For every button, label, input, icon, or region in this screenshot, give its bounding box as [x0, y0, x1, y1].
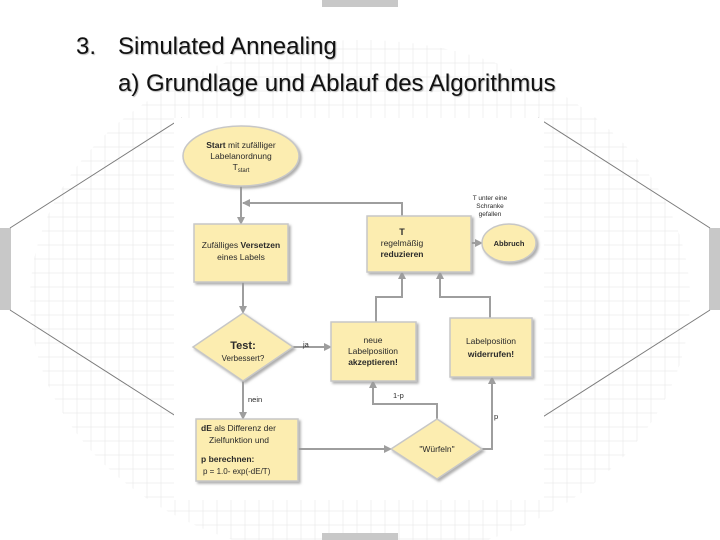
- svg-text:p berechnen:: p berechnen:: [201, 454, 255, 464]
- de-line3b: berechnen:: [206, 454, 254, 464]
- start-rest: mit zufälliger: [226, 140, 276, 150]
- start-sub: start: [238, 168, 250, 174]
- edge-widerrufen-reduzieren: [436, 271, 491, 318]
- label-nein: nein: [248, 395, 262, 404]
- abbruch-label: Abbruch: [494, 239, 525, 248]
- node-wuerfeln: "Würfeln": [389, 418, 484, 480]
- slide-subtitle: a) Grundlage und Ablauf des Algorithmus: [118, 70, 556, 97]
- slide-number: 3.: [76, 33, 97, 60]
- test-line1: Test:: [230, 340, 255, 352]
- de-line1b: als Differenz der: [212, 423, 276, 433]
- akzeptieren-line3: akzeptieren!: [348, 357, 398, 367]
- akzeptieren-line1: neue: [364, 335, 383, 345]
- edge-reduzieren-loop: [242, 199, 403, 216]
- versetzen-line2: eines Labels: [217, 252, 265, 262]
- start-line3: T: [233, 162, 238, 172]
- widerrufen-line2: widerrufen!: [467, 349, 514, 359]
- connectors: [237, 186, 496, 453]
- label-p: p: [494, 412, 498, 421]
- label-schranke-2: Schranke: [476, 203, 504, 210]
- left-bar: [0, 228, 11, 310]
- reduzieren-line3: reduzieren: [381, 249, 424, 259]
- de-line3a: p: [201, 454, 206, 464]
- svg-text:Start mit zufälliger: Start mit zufälliger: [206, 140, 276, 150]
- de-line4: p = 1.0- exp(-dE/T): [203, 467, 271, 476]
- slide-title: Simulated Annealing: [118, 33, 337, 60]
- top-bar: [322, 0, 398, 7]
- node-reduzieren: T regelmäßig reduzieren: [366, 215, 472, 273]
- start-bold: Start: [206, 140, 226, 150]
- label-ja: ja: [302, 340, 310, 349]
- node-start: Start mit zufälliger Labelanordnung Tsta…: [182, 125, 300, 187]
- reduzieren-line2: regelmäßig: [381, 238, 424, 248]
- label-schranke-1: T unter eine: [473, 195, 508, 202]
- right-bar: [709, 228, 720, 310]
- wuerfeln-label: "Würfeln": [419, 444, 454, 454]
- node-abbruch: Abbruch: [481, 223, 537, 263]
- bottom-bar: [322, 533, 398, 540]
- node-akzeptieren: neue Labelposition akzeptieren!: [330, 321, 417, 382]
- start-line2: Labelanordnung: [210, 151, 272, 161]
- de-line1a: dE: [201, 423, 212, 433]
- label-1-p: 1-p: [393, 391, 404, 400]
- edge-akzeptieren-reduzieren: [375, 271, 406, 322]
- versetzen-line1a: Zufälliges: [202, 240, 241, 250]
- test-line2: Verbessert?: [222, 354, 265, 363]
- label-schranke-3: gefallen: [479, 211, 502, 218]
- de-line2: Zielfunktion und: [209, 435, 269, 445]
- reduzieren-line1: T: [399, 227, 405, 237]
- akzeptieren-line2: Labelposition: [348, 346, 398, 356]
- versetzen-line1b: Versetzen: [241, 240, 281, 250]
- svg-text:Tstart: Tstart: [233, 162, 250, 174]
- node-widerrufen: Labelposition widerrufen!: [449, 317, 533, 378]
- widerrufen-line1: Labelposition: [466, 336, 516, 346]
- node-test: Test: Verbessert?: [191, 312, 295, 382]
- node-de: dE als Differenz der Zielfunktion und p …: [195, 418, 299, 482]
- node-versetzen: Zufälliges Versetzen eines Labels: [193, 223, 289, 283]
- edge-wuerfeln-akzeptieren: [369, 380, 438, 419]
- svg-text:dE als Differenz der: dE als Differenz der: [201, 423, 276, 433]
- edge-wuerfeln-widerrufen: [482, 376, 496, 450]
- svg-text:Zufälliges Versetzen: Zufälliges Versetzen: [202, 240, 280, 250]
